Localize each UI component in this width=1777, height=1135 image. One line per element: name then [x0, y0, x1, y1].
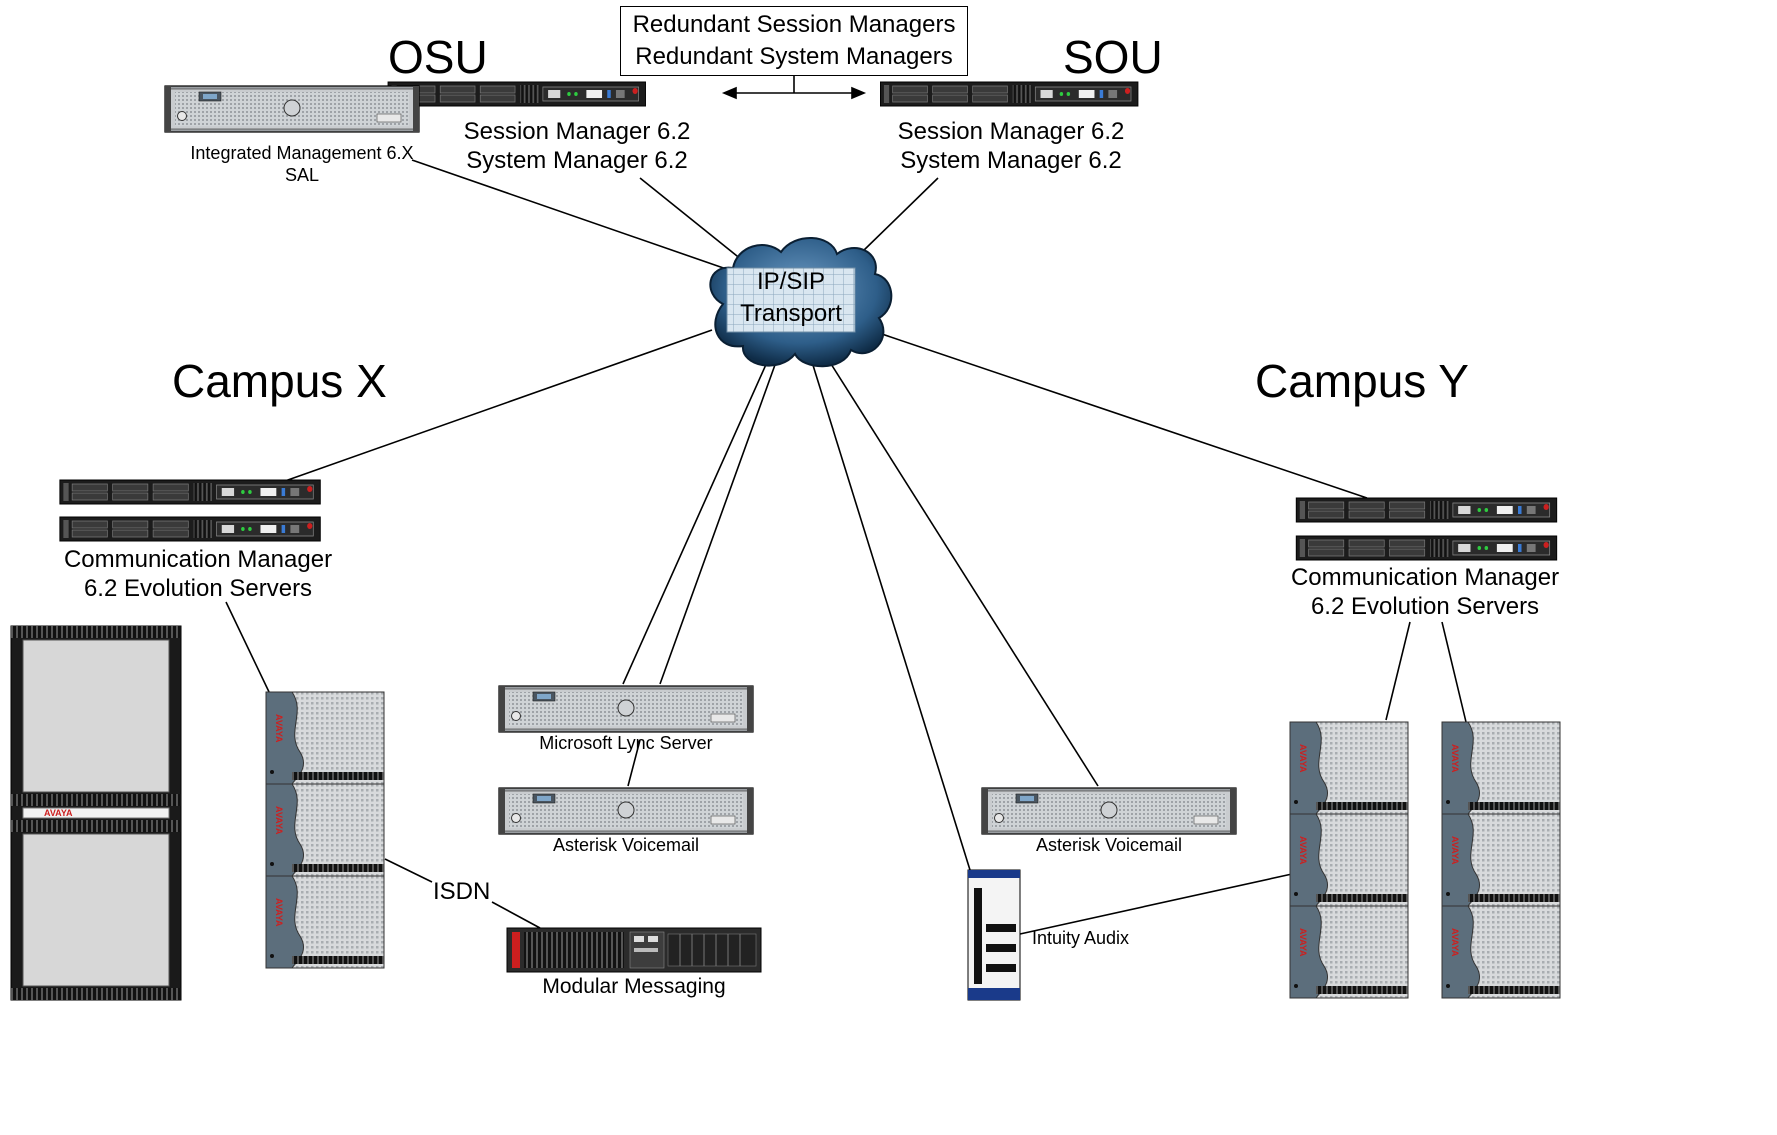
- campus-x-cm-line2: 6.2 Evolution Servers: [83, 574, 313, 602]
- link-cm-y-g450-2: [1441, 621, 1467, 723]
- osu-session-manager-server: [387, 81, 647, 107]
- intuity-audix-label: Intuity Audix: [1032, 928, 1130, 948]
- ip-sip-cloud: [709, 237, 893, 368]
- campus-x-cm-line1: Communication Manager: [63, 546, 333, 573]
- campus-x-cm-server-1: [59, 479, 321, 505]
- link-isdn-1: [384, 858, 433, 883]
- redundant-managers-box: Redundant Session Managers Redundant Sys…: [620, 6, 968, 76]
- campus-x-rack-cabinet: AVAYA: [10, 625, 182, 1001]
- integrated-mgmt-server: [164, 85, 420, 133]
- link-osu-sm: [639, 177, 743, 261]
- link-intuity-g450: [1019, 873, 1293, 935]
- campus-x-cm-label: Communication Manager 6.2 Evolution Serv…: [58, 546, 338, 604]
- asterisk-x-server: [498, 787, 754, 835]
- osu-server-line2: System Manager 6.2: [466, 146, 688, 174]
- modular-messaging-server: [506, 927, 762, 973]
- lync-server: [498, 685, 754, 733]
- sou-server-label: Session Manager 6.2 System Manager 6.2: [880, 118, 1142, 176]
- link-lync-1: [622, 359, 769, 685]
- link-asterisk-y: [825, 355, 1099, 787]
- campus-y-cm-line2: 6.2 Evolution Servers: [1310, 592, 1540, 620]
- link-campus-x-cm: [284, 329, 713, 482]
- intuity-audix-server: [967, 869, 1021, 1001]
- redundant-box-line2: Redundant System Managers: [635, 43, 953, 70]
- redundant-box-line1: Redundant Session Managers: [632, 11, 956, 38]
- link-sou-sm: [861, 177, 939, 253]
- arrowhead-right: [851, 86, 867, 100]
- link-isdn-2: [491, 901, 541, 929]
- site-label-campus-y: Campus Y: [1255, 355, 1469, 407]
- integrated-mgmt-label: Integrated Management 6.X SAL: [160, 143, 444, 186]
- link-lync-asterisk: [627, 739, 641, 787]
- campus-x-g450-stack: [265, 691, 385, 969]
- asterisk-y-label: Asterisk Voicemail: [1035, 835, 1183, 855]
- svg-text:AVAYA: AVAYA: [44, 808, 73, 818]
- sou-server-line1: Session Manager 6.2: [897, 118, 1125, 145]
- link-intuity-audix: [811, 361, 971, 871]
- osu-server-line1: Session Manager 6.2: [463, 118, 691, 145]
- campus-y-cm-line1: Communication Manager: [1290, 564, 1560, 591]
- arrowhead-left: [721, 86, 737, 100]
- site-label-sou: SOU: [1063, 31, 1163, 83]
- link-lync-2: [659, 361, 777, 685]
- osu-server-label: Session Manager 6.2 System Manager 6.2: [446, 118, 708, 176]
- campus-y-cm-label: Communication Manager 6.2 Evolution Serv…: [1287, 564, 1563, 622]
- integrated-mgmt-line1: Integrated Management 6.X: [190, 143, 414, 163]
- link-integrated-mgmt: [411, 159, 736, 273]
- campus-x-cm-server-2: [59, 516, 321, 542]
- link-cm-x-g450: [225, 601, 271, 695]
- campus-y-g450-stack-2: [1441, 721, 1561, 999]
- connection-lines: [225, 64, 1467, 935]
- integrated-mgmt-line2: SAL: [284, 164, 320, 185]
- campus-y-g450-stack-1: [1289, 721, 1409, 999]
- isdn-label: ISDN: [433, 878, 491, 905]
- campus-y-cm-server-2: [1295, 535, 1558, 561]
- cloud-label-line1: IP/SIP: [756, 268, 826, 295]
- asterisk-x-label: Asterisk Voicemail: [552, 835, 700, 855]
- sou-session-manager-server: [879, 81, 1139, 107]
- asterisk-y-server: [981, 787, 1237, 835]
- site-label-osu: OSU: [388, 31, 488, 83]
- site-label-campus-x: Campus X: [172, 355, 387, 407]
- link-cm-y-g450-1: [1385, 621, 1411, 721]
- modular-messaging-label: Modular Messaging: [542, 975, 726, 998]
- cloud-label: IP/SIP Transport: [726, 266, 856, 330]
- lync-label: Microsoft Lync Server: [539, 733, 713, 753]
- cloud-label-line2: Transport: [740, 300, 842, 327]
- campus-y-cm-server-1: [1295, 497, 1558, 523]
- link-campus-y-cm: [869, 329, 1368, 499]
- sou-server-line2: System Manager 6.2: [900, 146, 1122, 174]
